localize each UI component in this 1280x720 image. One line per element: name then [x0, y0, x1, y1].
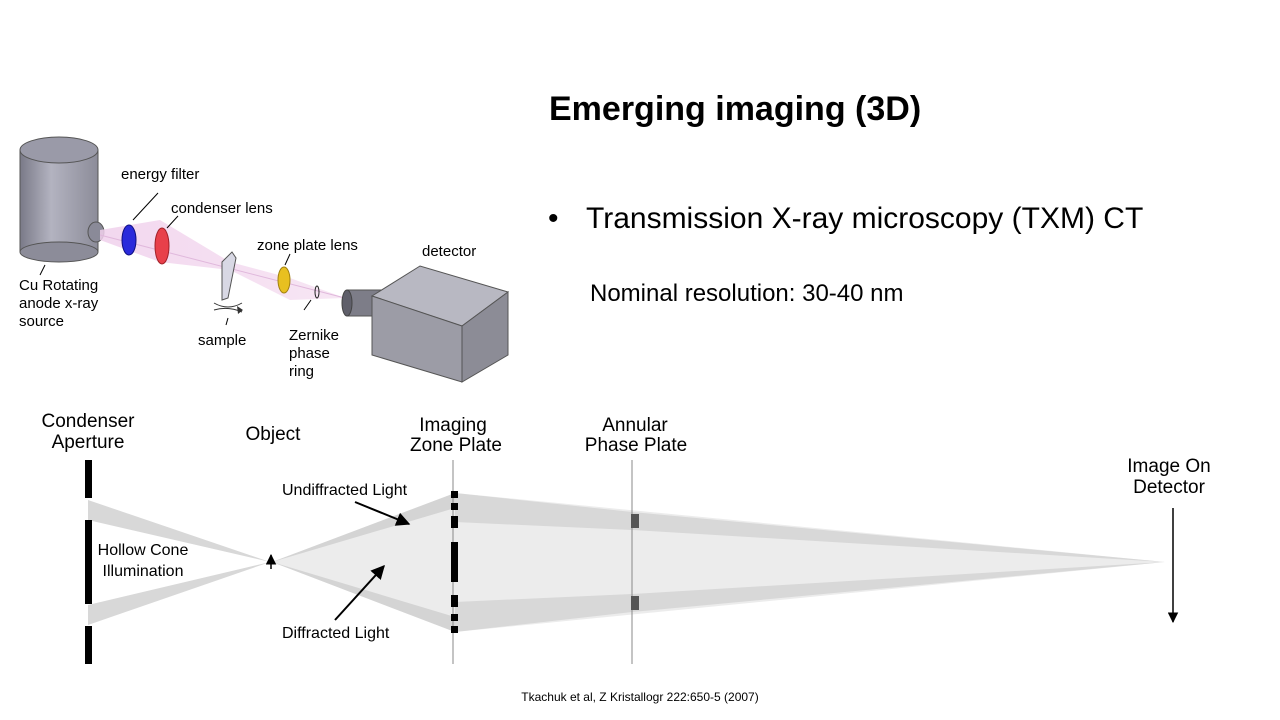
energy-filter-label: energy filter — [121, 166, 199, 183]
annular-phase-plate-label-2: Phase Plate — [585, 435, 687, 456]
bullet-item: • Transmission X-ray microscopy (TXM) CT — [548, 202, 1143, 236]
energy-filter-icon — [121, 224, 137, 256]
upper-beam-band — [455, 493, 1165, 562]
imaging-zone-plate — [451, 460, 458, 664]
txm-instrument-diagram: energy filter condenser lens zone plate … — [19, 136, 510, 383]
bullet-symbol: • — [548, 202, 559, 235]
condenser-aperture-label-2: Aperture — [52, 432, 125, 453]
image-on-detector-label-1: Image On — [1127, 456, 1210, 477]
resolution-text: Nominal resolution: 30-40 nm — [590, 280, 904, 307]
condenser-lens-label: condenser lens — [171, 200, 273, 217]
undiffracted-light-label: Undiffracted Light — [282, 482, 408, 499]
imaging-zone-plate-label-2: Zone Plate — [410, 435, 502, 456]
condenser-lens-icon — [154, 227, 170, 265]
diffracted-light-label: Diffracted Light — [282, 625, 390, 642]
undiffracted-pointer — [354, 501, 411, 526]
slide-title: Emerging imaging (3D) — [549, 90, 922, 128]
zernike-label-3: ring — [289, 363, 314, 380]
zernike-ring-icon — [314, 285, 320, 299]
hollow-cone-label-1: Hollow Cone — [98, 542, 189, 559]
source-label-3: source — [19, 313, 64, 330]
zernike-label-1: Zernike — [289, 327, 339, 344]
zone-plate-lens-label: zone plate lens — [257, 237, 358, 254]
object-label: Object — [246, 424, 302, 445]
source-label-2: anode x-ray — [19, 295, 99, 312]
diffracted-cone — [272, 493, 455, 632]
hollow-cone-upper — [88, 500, 270, 562]
zone-plate-lens-icon — [277, 266, 291, 294]
annular-phase-plate — [631, 460, 639, 664]
detector-box — [341, 265, 510, 383]
imaging-zone-plate-label-1: Imaging — [419, 415, 487, 436]
zernike-label-2: phase — [289, 345, 330, 362]
xray-source — [19, 136, 105, 263]
lower-beam-band — [455, 562, 1165, 632]
bullet-text: Transmission X-ray microscopy (TXM) CT — [586, 202, 1144, 235]
image-on-detector-label-2: Detector — [1133, 477, 1205, 498]
source-label-1: Cu Rotating — [19, 277, 98, 294]
undiffracted-upper-band — [272, 493, 455, 562]
annular-phase-plate-label-1: Annular — [602, 415, 668, 436]
condenser-aperture — [85, 460, 92, 664]
diffracted-pointer — [334, 564, 385, 621]
undiffracted-lower-band — [272, 562, 455, 632]
sample-holder — [213, 251, 243, 314]
hollow-cone-label-2: Illumination — [103, 563, 184, 580]
image-cone — [455, 493, 1165, 632]
condenser-aperture-label-1: Condenser — [42, 411, 136, 432]
hollow-cone-lower — [88, 562, 270, 625]
citation: Tkachuk et al, Z Kristallogr 222:650-5 (… — [521, 690, 759, 704]
sample-label: sample — [198, 332, 246, 349]
detector-label: detector — [422, 243, 476, 260]
